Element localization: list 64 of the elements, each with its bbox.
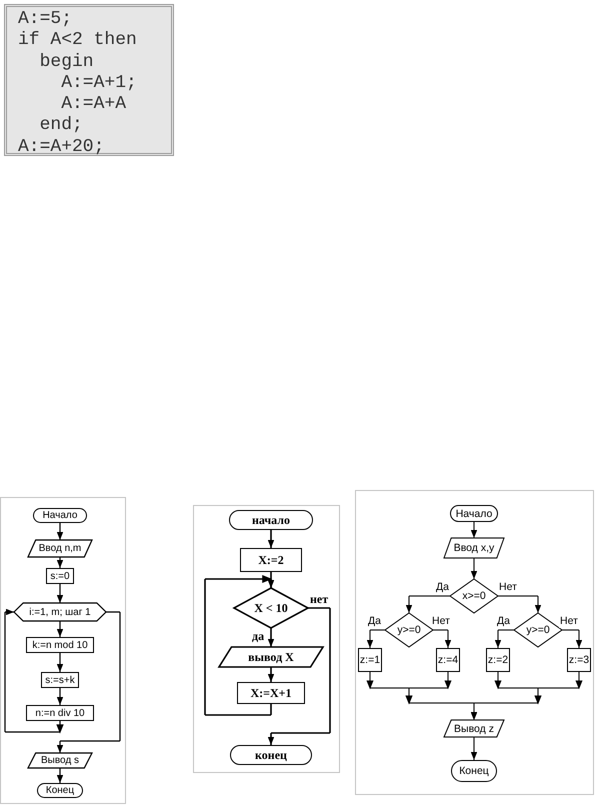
arrow xyxy=(56,523,64,540)
code-line: A:=5; xyxy=(18,9,72,30)
terminal-block: Начало xyxy=(450,505,498,522)
io-parallelogram: Вывод z xyxy=(444,720,504,737)
io-parallelogram: Вывод s xyxy=(28,753,92,768)
arrow xyxy=(56,611,121,754)
arrow xyxy=(56,584,64,603)
process-box: z:=1 xyxy=(358,648,382,672)
io-parallelogram: Ввод n,m xyxy=(28,540,92,557)
code-line: A:=A+20; xyxy=(18,136,104,158)
arrow xyxy=(498,596,542,614)
arrow xyxy=(204,575,274,716)
edge-label: Да xyxy=(435,582,450,594)
arrow xyxy=(268,667,274,682)
process-box: k:=n mod 10 xyxy=(26,637,94,653)
flowchart-frame xyxy=(193,505,340,773)
process-box: z:=3 xyxy=(567,648,591,672)
arrow xyxy=(470,736,478,760)
decision-diamond: y>=0 xyxy=(514,613,562,647)
process-box: n:=n div 10 xyxy=(26,705,94,721)
terminal-block: Конец xyxy=(37,783,83,798)
arrow xyxy=(56,621,64,637)
code-line: A:=A+1; xyxy=(61,72,137,94)
io-parallelogram: вывод X xyxy=(219,647,323,667)
process-box: X:=X+1 xyxy=(237,682,305,704)
terminal-block: Начало xyxy=(33,508,87,523)
code-line: begin xyxy=(40,52,94,73)
arrow xyxy=(406,596,450,614)
flowchart-frame xyxy=(0,497,126,804)
arrow xyxy=(366,630,386,648)
code-line: A:=A+A xyxy=(61,94,126,116)
io-parallelogram: Ввод x,y xyxy=(444,538,504,558)
process-box: s:=s+k xyxy=(41,672,79,688)
edge-label: Нет xyxy=(559,616,579,628)
arrow xyxy=(432,630,452,648)
code-panel xyxy=(4,4,174,156)
code-line: if A<2 then xyxy=(18,30,137,52)
arrow xyxy=(268,607,331,746)
arrow xyxy=(562,630,582,648)
arrow xyxy=(56,768,64,783)
arrow xyxy=(56,557,64,568)
arrow xyxy=(56,688,64,705)
arrow xyxy=(470,558,478,580)
arrow xyxy=(470,522,478,538)
arrow xyxy=(4,608,64,733)
decision-diamond: x>=0 xyxy=(450,579,498,613)
terminal-block: конец xyxy=(230,745,312,765)
arrow xyxy=(494,630,514,648)
arrow xyxy=(470,672,582,720)
arrow xyxy=(268,530,274,548)
process-box: s:=0 xyxy=(46,568,74,584)
decision-diamond: X < 10 xyxy=(234,588,308,628)
process-box: X:=2 xyxy=(240,548,302,572)
process-box: z:=2 xyxy=(486,648,510,672)
arrow xyxy=(56,653,64,672)
process-box: z:=4 xyxy=(436,648,460,672)
edge-label: Да xyxy=(367,616,382,628)
decision-diamond: y>=0 xyxy=(385,613,433,647)
loop-hexagon: i:=1, m; шаг 1 xyxy=(14,603,106,621)
arrow xyxy=(268,628,274,647)
edge-label: Да xyxy=(496,616,511,628)
terminal-block: начало xyxy=(229,510,313,530)
terminal-block: Конец xyxy=(451,760,497,782)
code-line: end; xyxy=(40,115,83,137)
